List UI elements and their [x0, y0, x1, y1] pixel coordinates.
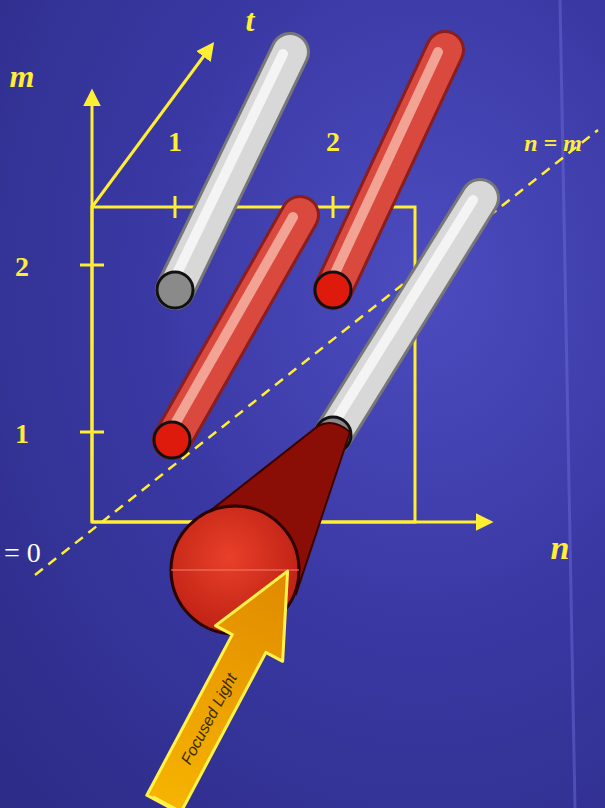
axis-label: m	[10, 60, 35, 92]
line-label: n = m	[524, 131, 582, 155]
tick-label: 1	[15, 420, 29, 448]
highlight	[171, 569, 299, 571]
tick	[80, 264, 104, 267]
tick-label: 2	[15, 253, 29, 281]
background-streak	[560, 0, 575, 808]
axis-label: n	[551, 531, 570, 565]
gray-cylinder	[315, 198, 480, 453]
equation-fragment: = 0	[4, 539, 41, 567]
tick-label: 2	[326, 128, 340, 156]
m-axis	[91, 92, 94, 522]
red-cylinder	[154, 215, 300, 458]
tick-label: 1	[168, 128, 182, 156]
tick	[80, 431, 104, 434]
axis-label: t	[246, 4, 255, 36]
t-axis	[92, 45, 212, 207]
light-arrow	[130, 553, 321, 808]
tick	[174, 196, 177, 218]
tick	[332, 196, 335, 218]
